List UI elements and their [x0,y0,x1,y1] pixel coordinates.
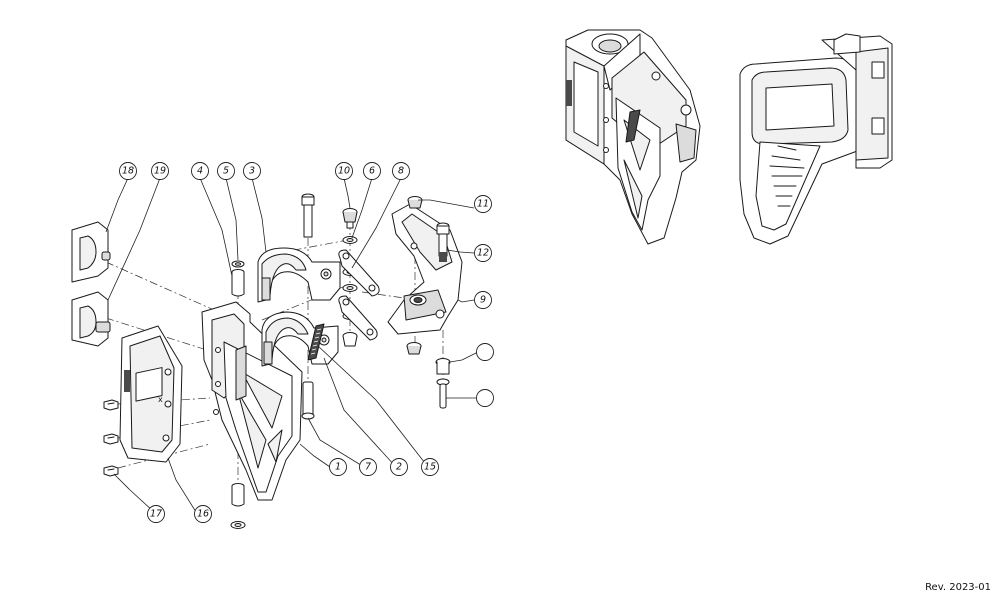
callout-2: 2 [390,458,408,476]
callout-label: 16 [197,509,209,520]
callout-13 [476,343,494,361]
set-screw-part-12 [436,222,450,262]
callout-15: 15 [421,458,439,476]
lower-clamp-part-2 [261,311,339,367]
callout-label: 2 [396,462,402,473]
spring-part-15 [307,323,325,361]
pin-part-14 [436,378,450,409]
screws-part-17 [103,399,119,477]
callout-7: 7 [359,458,377,476]
callout-14 [476,389,494,407]
callout-label: 3 [249,166,255,177]
callout-label: 10 [338,166,350,177]
clamp-half-part-19 [71,291,111,347]
callout-8: 8 [392,162,410,180]
lower-washer [230,521,246,529]
callout-label: 4 [197,166,203,177]
callout-label: 1 [335,462,341,473]
callout-label: 12 [477,248,489,259]
link-plates-part-8 [338,249,380,341]
top-screw-part-11 [407,196,423,209]
front-plate-part-16: x [119,325,183,463]
flange-screw-part-10 [342,208,358,229]
callout-label: 19 [154,166,166,177]
pin-part-13 [435,358,451,375]
cam-lever-part-9 [387,203,463,335]
callout-1: 1 [329,458,347,476]
callout-label: 9 [480,295,486,306]
main-body-part-1 [201,301,303,501]
callout-10: 10 [335,162,353,180]
long-screw-part-7 [301,381,315,420]
svg-text:x: x [158,395,163,404]
lower-spacer [231,483,245,507]
callout-label: 8 [398,166,404,177]
lower-bolt [406,342,422,355]
callout-9: 9 [474,291,492,309]
assembled-view-isometric [565,29,701,245]
callout-label: 15 [424,462,436,473]
callout-label: 7 [365,462,371,473]
washer-part-5 [231,260,245,268]
callout-3: 3 [243,162,261,180]
leader-lines [105,177,479,513]
callout-12: 12 [474,244,492,262]
callout-6: 6 [363,162,381,180]
upper-clamp-part-3 [257,247,341,303]
callout-19: 19 [151,162,169,180]
top-long-screw [301,193,315,238]
callout-label: 5 [223,166,229,177]
callout-4: 4 [191,162,209,180]
callout-16: 16 [194,505,212,523]
callout-label: 17 [150,509,162,520]
callout-18: 18 [119,162,137,180]
callout-label: 18 [122,166,134,177]
revision-label: Rev. 2023-01 [925,582,991,593]
callout-label: 11 [477,199,489,210]
clamp-half-part-18 [71,221,111,283]
assembled-view-front [739,33,893,245]
callout-label: 6 [369,166,375,177]
callout-5: 5 [217,162,235,180]
pin-part-4 [231,269,245,297]
callout-11: 11 [474,195,492,213]
callout-17: 17 [147,505,165,523]
